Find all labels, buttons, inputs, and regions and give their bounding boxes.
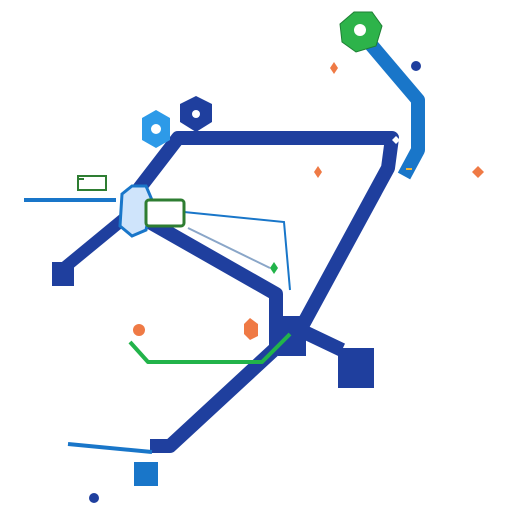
station-box-left[interactable] (77, 175, 107, 191)
thin-connector-2 (187, 227, 271, 269)
station-box-green[interactable] (144, 198, 186, 228)
orange-node-center[interactable] (244, 318, 258, 340)
thin-connector-1 (183, 211, 291, 291)
center-block (278, 316, 306, 356)
top-node-dark-inner (192, 110, 200, 118)
blue-line-upper (132, 131, 399, 357)
navy-dot-bottom[interactable] (89, 493, 99, 503)
label-middle-right-box (406, 168, 412, 170)
terminal-square-left (52, 262, 74, 286)
orange-node-upper-left[interactable] (330, 62, 338, 74)
orange-node-right[interactable] (472, 166, 484, 178)
label-left-box (78, 178, 84, 180)
orange-node-mid[interactable] (314, 166, 322, 178)
terminal-square-right (338, 348, 374, 388)
navy-dot-top-right[interactable] (411, 61, 421, 71)
terminal-square-bottom (134, 462, 158, 486)
green-line (128, 332, 292, 364)
blue-line-top-right (356, 29, 425, 180)
white-marker-right (392, 136, 400, 144)
orange-node-lower-left[interactable] (133, 324, 145, 336)
green-hexagon-inner (354, 24, 366, 36)
green-marker-center[interactable] (270, 262, 278, 274)
light-blue-line-bottom (67, 442, 153, 454)
top-node-light-inner (151, 124, 161, 134)
